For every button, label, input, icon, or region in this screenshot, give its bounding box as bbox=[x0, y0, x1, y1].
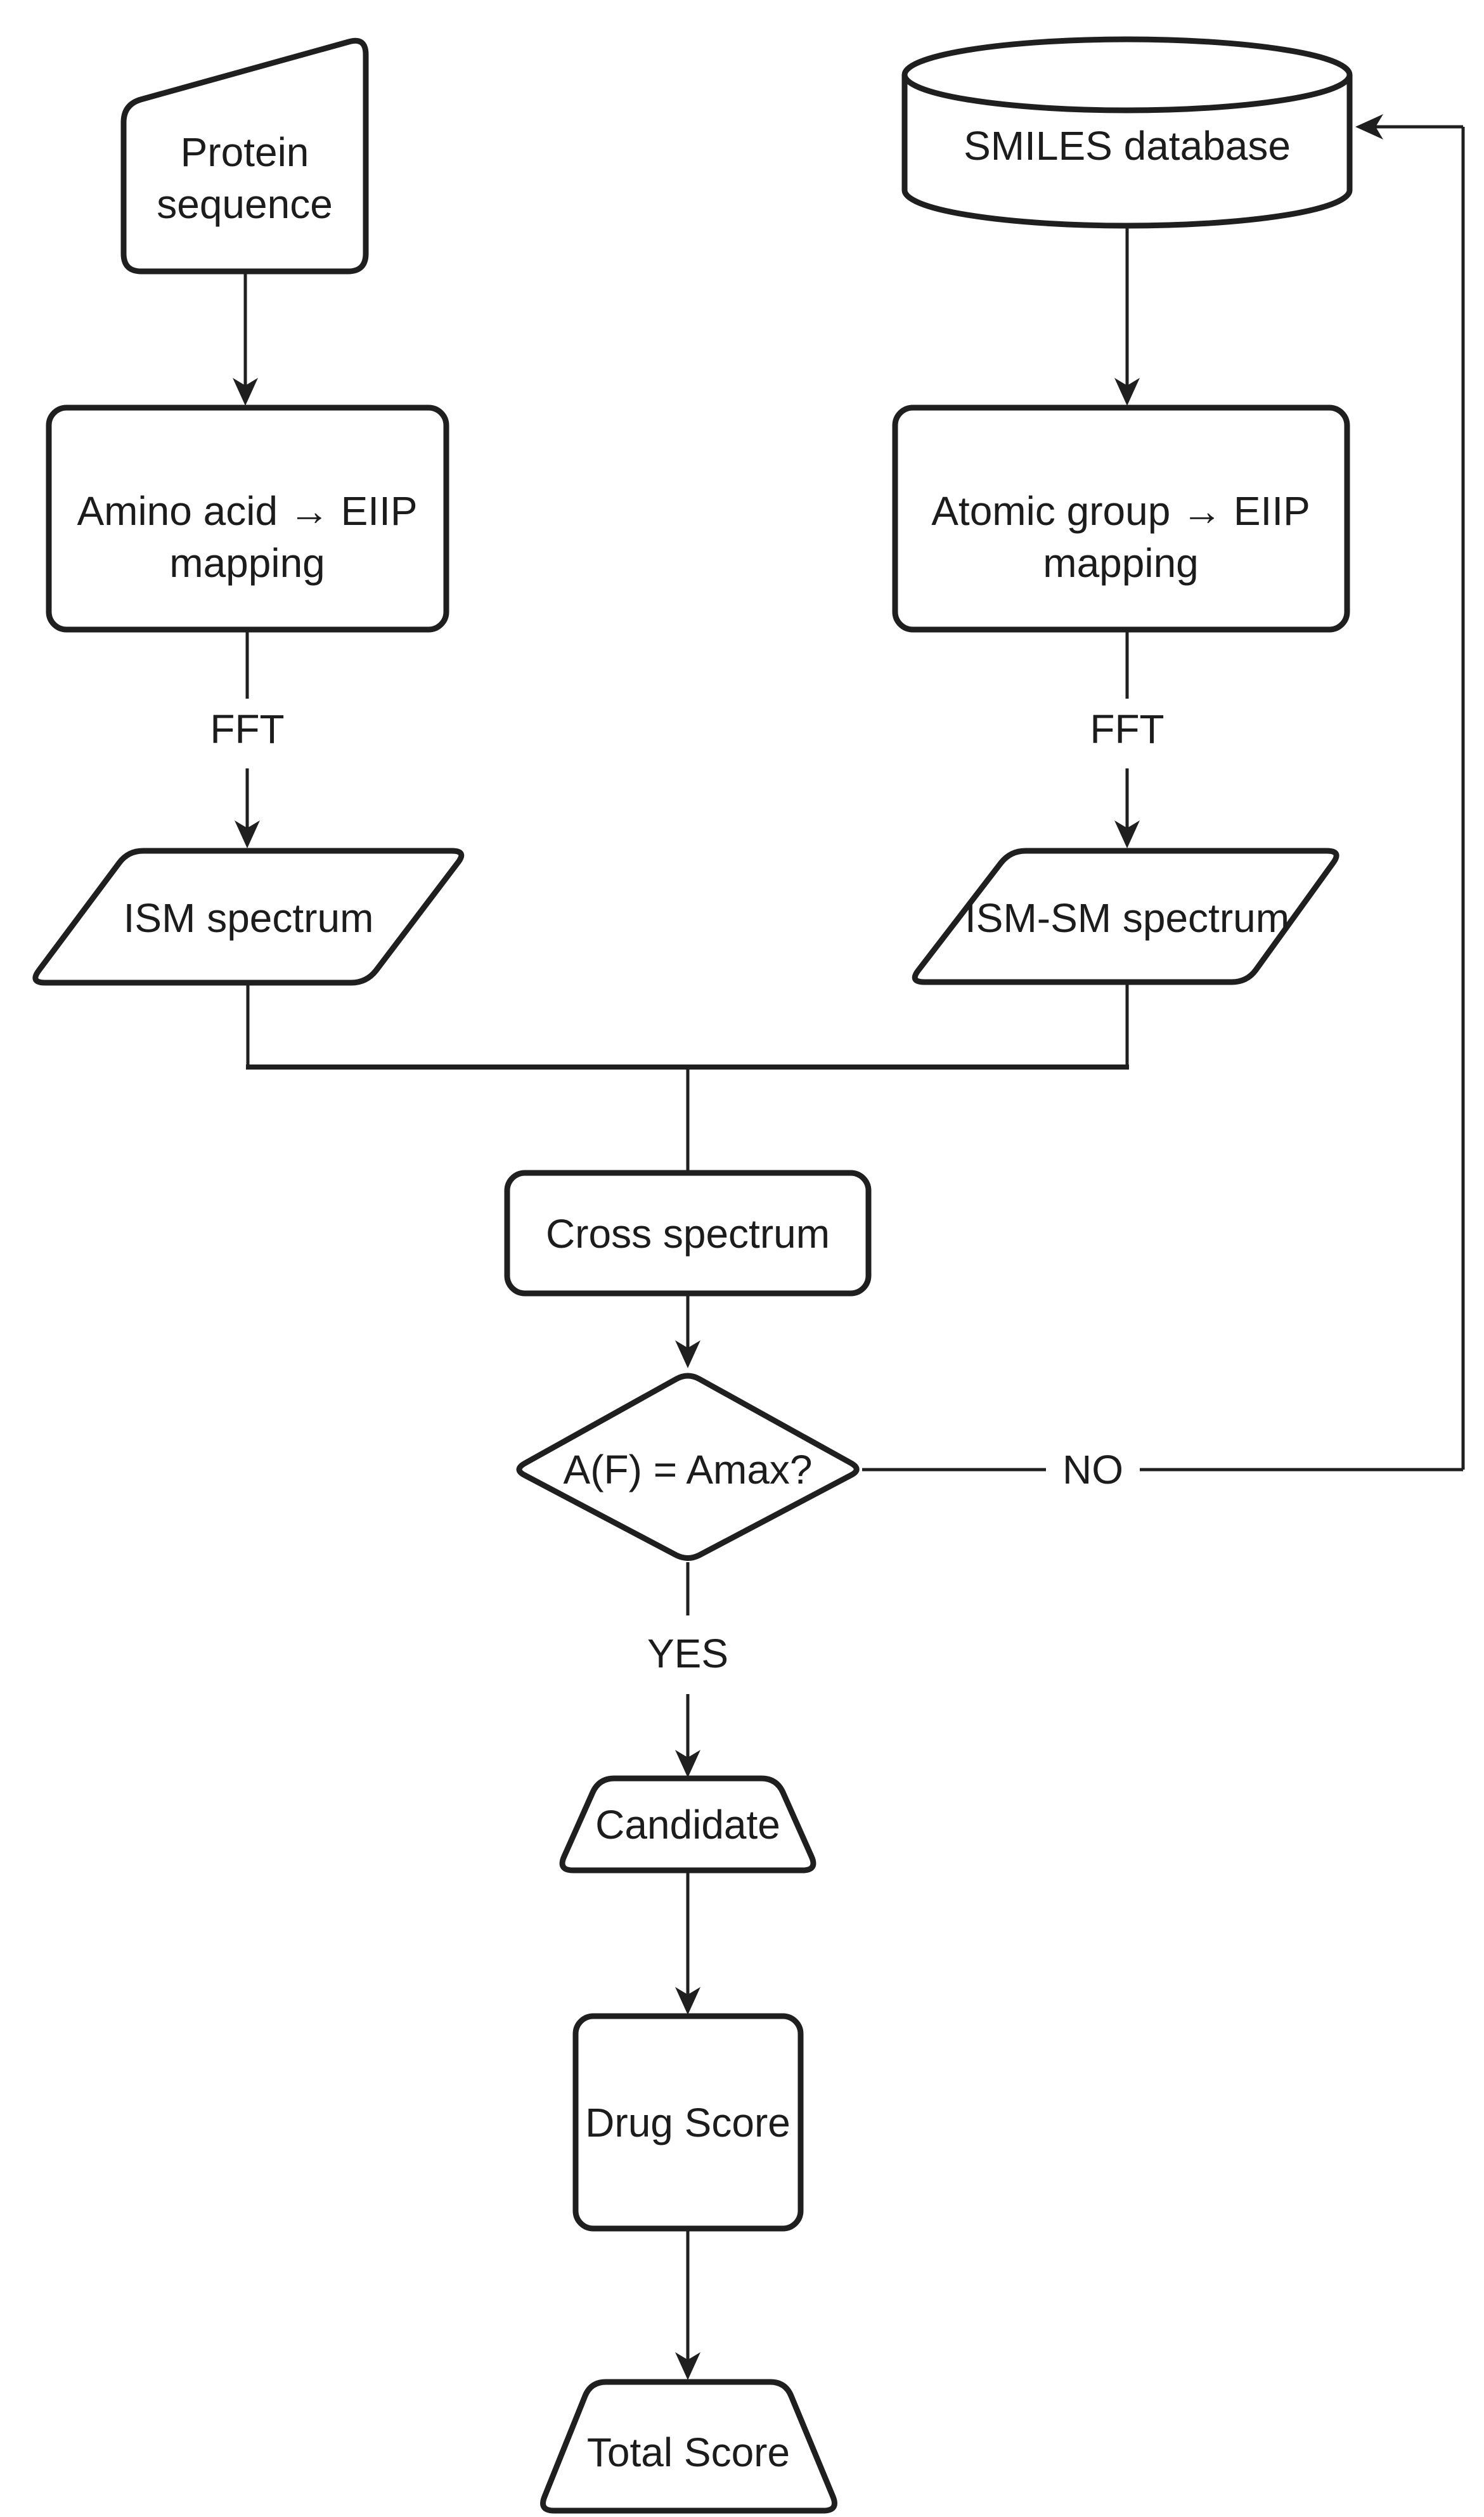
node-total-score: Total Score bbox=[540, 2379, 837, 2514]
atomic-mapping-shape bbox=[892, 404, 1350, 633]
arrowhead-into-ism bbox=[235, 820, 260, 848]
arrowhead-into-decision bbox=[675, 1340, 700, 1368]
protein-sequence-shape bbox=[120, 37, 369, 275]
edge-decision-no-feedback: NO bbox=[862, 114, 1465, 1492]
atomic-mapping-label-line2: mapping bbox=[1043, 540, 1199, 586]
node-candidate: Candidate bbox=[559, 1775, 816, 1873]
edge-candidate-to-drug-score bbox=[675, 1872, 700, 2015]
arrowhead-into-total-score bbox=[675, 2352, 700, 2380]
decision-label: A(F) = Amax? bbox=[564, 1447, 813, 1492]
smiles-database-label: SMILES database bbox=[964, 123, 1291, 169]
no-label: NO bbox=[1062, 1447, 1123, 1492]
total-score-label: Total Score bbox=[587, 2430, 790, 2475]
yes-label: YES bbox=[647, 1631, 728, 1676]
edge-amino-to-ism: FFT bbox=[210, 631, 285, 848]
node-cross-spectrum: Cross spectrum bbox=[504, 1170, 872, 1297]
decision-shape bbox=[516, 1373, 860, 1561]
edge-cross-to-decision bbox=[675, 1295, 700, 1368]
node-atomic-mapping: Atomic group → EIIP mapping bbox=[892, 404, 1350, 633]
cross-spectrum-label: Cross spectrum bbox=[546, 1211, 830, 1257]
node-ism-sm-spectrum: ISM-SM spectrum bbox=[912, 848, 1339, 985]
ism-sm-spectrum-shape bbox=[912, 848, 1339, 985]
arrowhead-into-ism-sm bbox=[1114, 820, 1140, 848]
protein-sequence-label-line1: Protein bbox=[181, 129, 309, 175]
arrowhead-into-atomic bbox=[1114, 378, 1140, 406]
arrowhead-into-drug-score bbox=[675, 1987, 700, 2015]
node-decision: A(F) = Amax? bbox=[516, 1373, 860, 1561]
edge-atomic-to-ism-sm: FFT bbox=[1090, 631, 1165, 848]
edge-protein-to-amino bbox=[233, 274, 258, 406]
amino-mapping-label-line1: Amino acid → EIIP bbox=[77, 488, 417, 534]
candidate-label: Candidate bbox=[595, 1802, 780, 1847]
smiles-database-top bbox=[901, 36, 1353, 113]
drug-score-shape bbox=[572, 2013, 804, 2232]
candidate-shape bbox=[559, 1775, 816, 1873]
arrowhead-into-smiles bbox=[1355, 114, 1383, 139]
edge-smiles-to-atomic bbox=[1114, 227, 1140, 406]
edge-drug-score-to-total-score bbox=[675, 2230, 700, 2380]
cross-spectrum-shape bbox=[504, 1170, 872, 1297]
node-amino-mapping: Amino acid → EIIP mapping bbox=[46, 404, 449, 633]
protein-sequence-label-line2: sequence bbox=[157, 181, 333, 227]
amino-mapping-label-line2: mapping bbox=[169, 540, 325, 586]
amino-mapping-shape bbox=[46, 404, 449, 633]
ism-spectrum-label: ISM spectrum bbox=[124, 895, 374, 941]
total-score-shape bbox=[540, 2379, 837, 2514]
edge-decision-yes-to-candidate: YES bbox=[647, 1562, 728, 1778]
smiles-database-body bbox=[901, 75, 1353, 229]
drug-score-label: Drug Score bbox=[585, 2100, 790, 2145]
node-ism-spectrum: ISM spectrum bbox=[32, 848, 465, 986]
node-drug-score: Drug Score bbox=[572, 2013, 804, 2232]
fft-left-label: FFT bbox=[210, 706, 284, 752]
fft-right-label: FFT bbox=[1090, 706, 1164, 752]
edge-merge-to-cross bbox=[246, 983, 1129, 1172]
node-protein-sequence: Protein sequence bbox=[120, 37, 369, 275]
atomic-mapping-label-line1: Atomic group → EIIP bbox=[931, 488, 1310, 534]
arrowhead-into-candidate bbox=[675, 1750, 700, 1778]
ism-sm-spectrum-label: ISM-SM spectrum bbox=[965, 895, 1289, 941]
arrowhead-into-amino bbox=[233, 378, 258, 406]
node-smiles-database: SMILES database bbox=[901, 36, 1353, 229]
ism-spectrum-shape bbox=[32, 848, 465, 986]
